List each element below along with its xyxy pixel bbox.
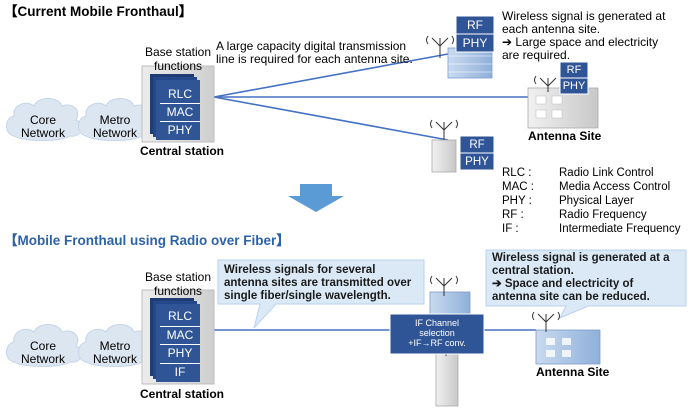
- phy-label: PHY: [462, 36, 488, 50]
- abbreviation-legend: RLC : Radio Link Control MAC : Media Acc…: [502, 167, 698, 237]
- building-icon: [435, 351, 459, 407]
- callout-right: Wireless signal is generated at a centra…: [492, 252, 670, 303]
- callout-left-shape: [217, 259, 425, 329]
- building-icon: [535, 329, 601, 365]
- rf-label: RF: [566, 64, 582, 76]
- abbr-key: RLC :: [502, 167, 532, 179]
- abbr-value: Radio Frequency: [559, 209, 647, 221]
- antenna-icon: [426, 35, 454, 58]
- protocol-stack: RLC MAC PHY: [160, 86, 200, 139]
- antenna-site-label: Antenna Site: [528, 129, 602, 143]
- wireless-note: Wireless signal is generated at each ant…: [502, 9, 666, 62]
- abbr-key: MAC :: [502, 181, 534, 193]
- server-icon: [141, 65, 215, 143]
- down-arrow-icon: [288, 184, 344, 212]
- central-station-label: Central station: [140, 144, 225, 158]
- building-icon: [429, 291, 471, 315]
- phy-label: PHY: [465, 156, 489, 168]
- phy-label: PHY: [562, 80, 586, 92]
- rf-phy-stack: [455, 15, 495, 53]
- rf-label: RF: [469, 139, 485, 151]
- cloud-icon: [6, 324, 83, 367]
- abbr-key: PHY :: [502, 195, 532, 207]
- transmission-lines-top: [213, 53, 528, 141]
- rf-label: RF: [467, 18, 483, 32]
- building-icon: [447, 47, 493, 79]
- if-channel-box: IF Channel selection +IF→RF conv.: [408, 318, 466, 348]
- central-station-label: Central station: [140, 387, 225, 401]
- abbr-value: Radio Link Control: [559, 167, 654, 179]
- bottom-section-title: 【Mobile Fronthaul using Radio over Fiber…: [4, 233, 290, 248]
- top-section-title: 【Current Mobile Fronthaul】: [4, 4, 193, 19]
- callout-left: Wireless signals for several antenna sit…: [224, 264, 412, 302]
- protocol-stack: RLC MAC PHY IF: [160, 308, 200, 381]
- abbr-value: Media Access Control: [559, 181, 671, 193]
- building-icon: [527, 87, 599, 129]
- building-icon: [431, 139, 457, 173]
- antenna-icon: [532, 311, 560, 332]
- cloud-icon: [6, 98, 83, 141]
- callout-right-shape: [485, 249, 687, 319]
- server-icon: [141, 289, 215, 385]
- antenna-icon: [430, 275, 458, 296]
- rf-phy-stack: [459, 135, 495, 171]
- antenna-icon: [430, 119, 458, 140]
- if-box-shape: [389, 313, 485, 355]
- abbr-key: IF :: [502, 223, 519, 235]
- rf-phy-stack: [559, 61, 589, 95]
- antenna-site-label: Antenna Site: [536, 365, 610, 379]
- abbr-value: Intermediate Frequency: [559, 223, 681, 235]
- abbr-key: RF :: [502, 209, 524, 221]
- abbr-value: Physical Layer: [559, 195, 634, 207]
